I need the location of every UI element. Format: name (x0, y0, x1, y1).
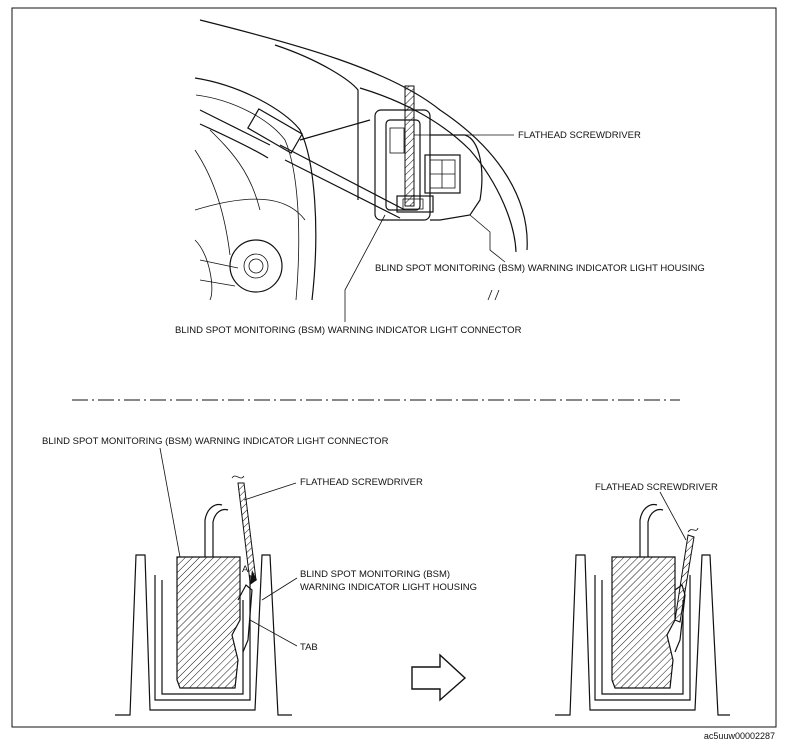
direction-arrow (411, 653, 467, 702)
label-tab: TAB (300, 642, 318, 653)
label-right-screwdriver: FLATHEAD SCREWDRIVER (595, 482, 718, 493)
bottom-right-screwdriver (674, 534, 695, 623)
label-bottom-screwdriver: FLATHEAD SCREWDRIVER (300, 477, 423, 488)
label-bottom-connector: BLIND SPOT MONITORING (BSM) WARNING INDI… (42, 436, 389, 447)
label-housing-line2: WARNING INDICATOR LIGHT HOUSING (300, 582, 477, 593)
bottom-right-illustration (555, 491, 730, 716)
figure-border (11, 7, 777, 728)
bottom-left-connector (176, 556, 241, 689)
label-top-connector: BLIND SPOT MONITORING (BSM) WARNING INDI… (175, 325, 522, 336)
top-illustration (194, 19, 528, 322)
label-housing-line1: BLIND SPOT MONITORING (BSM) (300, 569, 450, 580)
label-top-screwdriver: FLATHEAD SCREWDRIVER (518, 130, 641, 141)
figure-code: ac5uuw00002287 (704, 731, 775, 741)
bottom-right-connector (611, 556, 676, 689)
label-arrow-marker: A (242, 564, 249, 575)
top-screwdriver-shaft (404, 85, 415, 207)
label-top-housing: BLIND SPOT MONITORING (BSM) WARNING INDI… (375, 263, 705, 274)
bottom-left-illustration (115, 447, 298, 716)
